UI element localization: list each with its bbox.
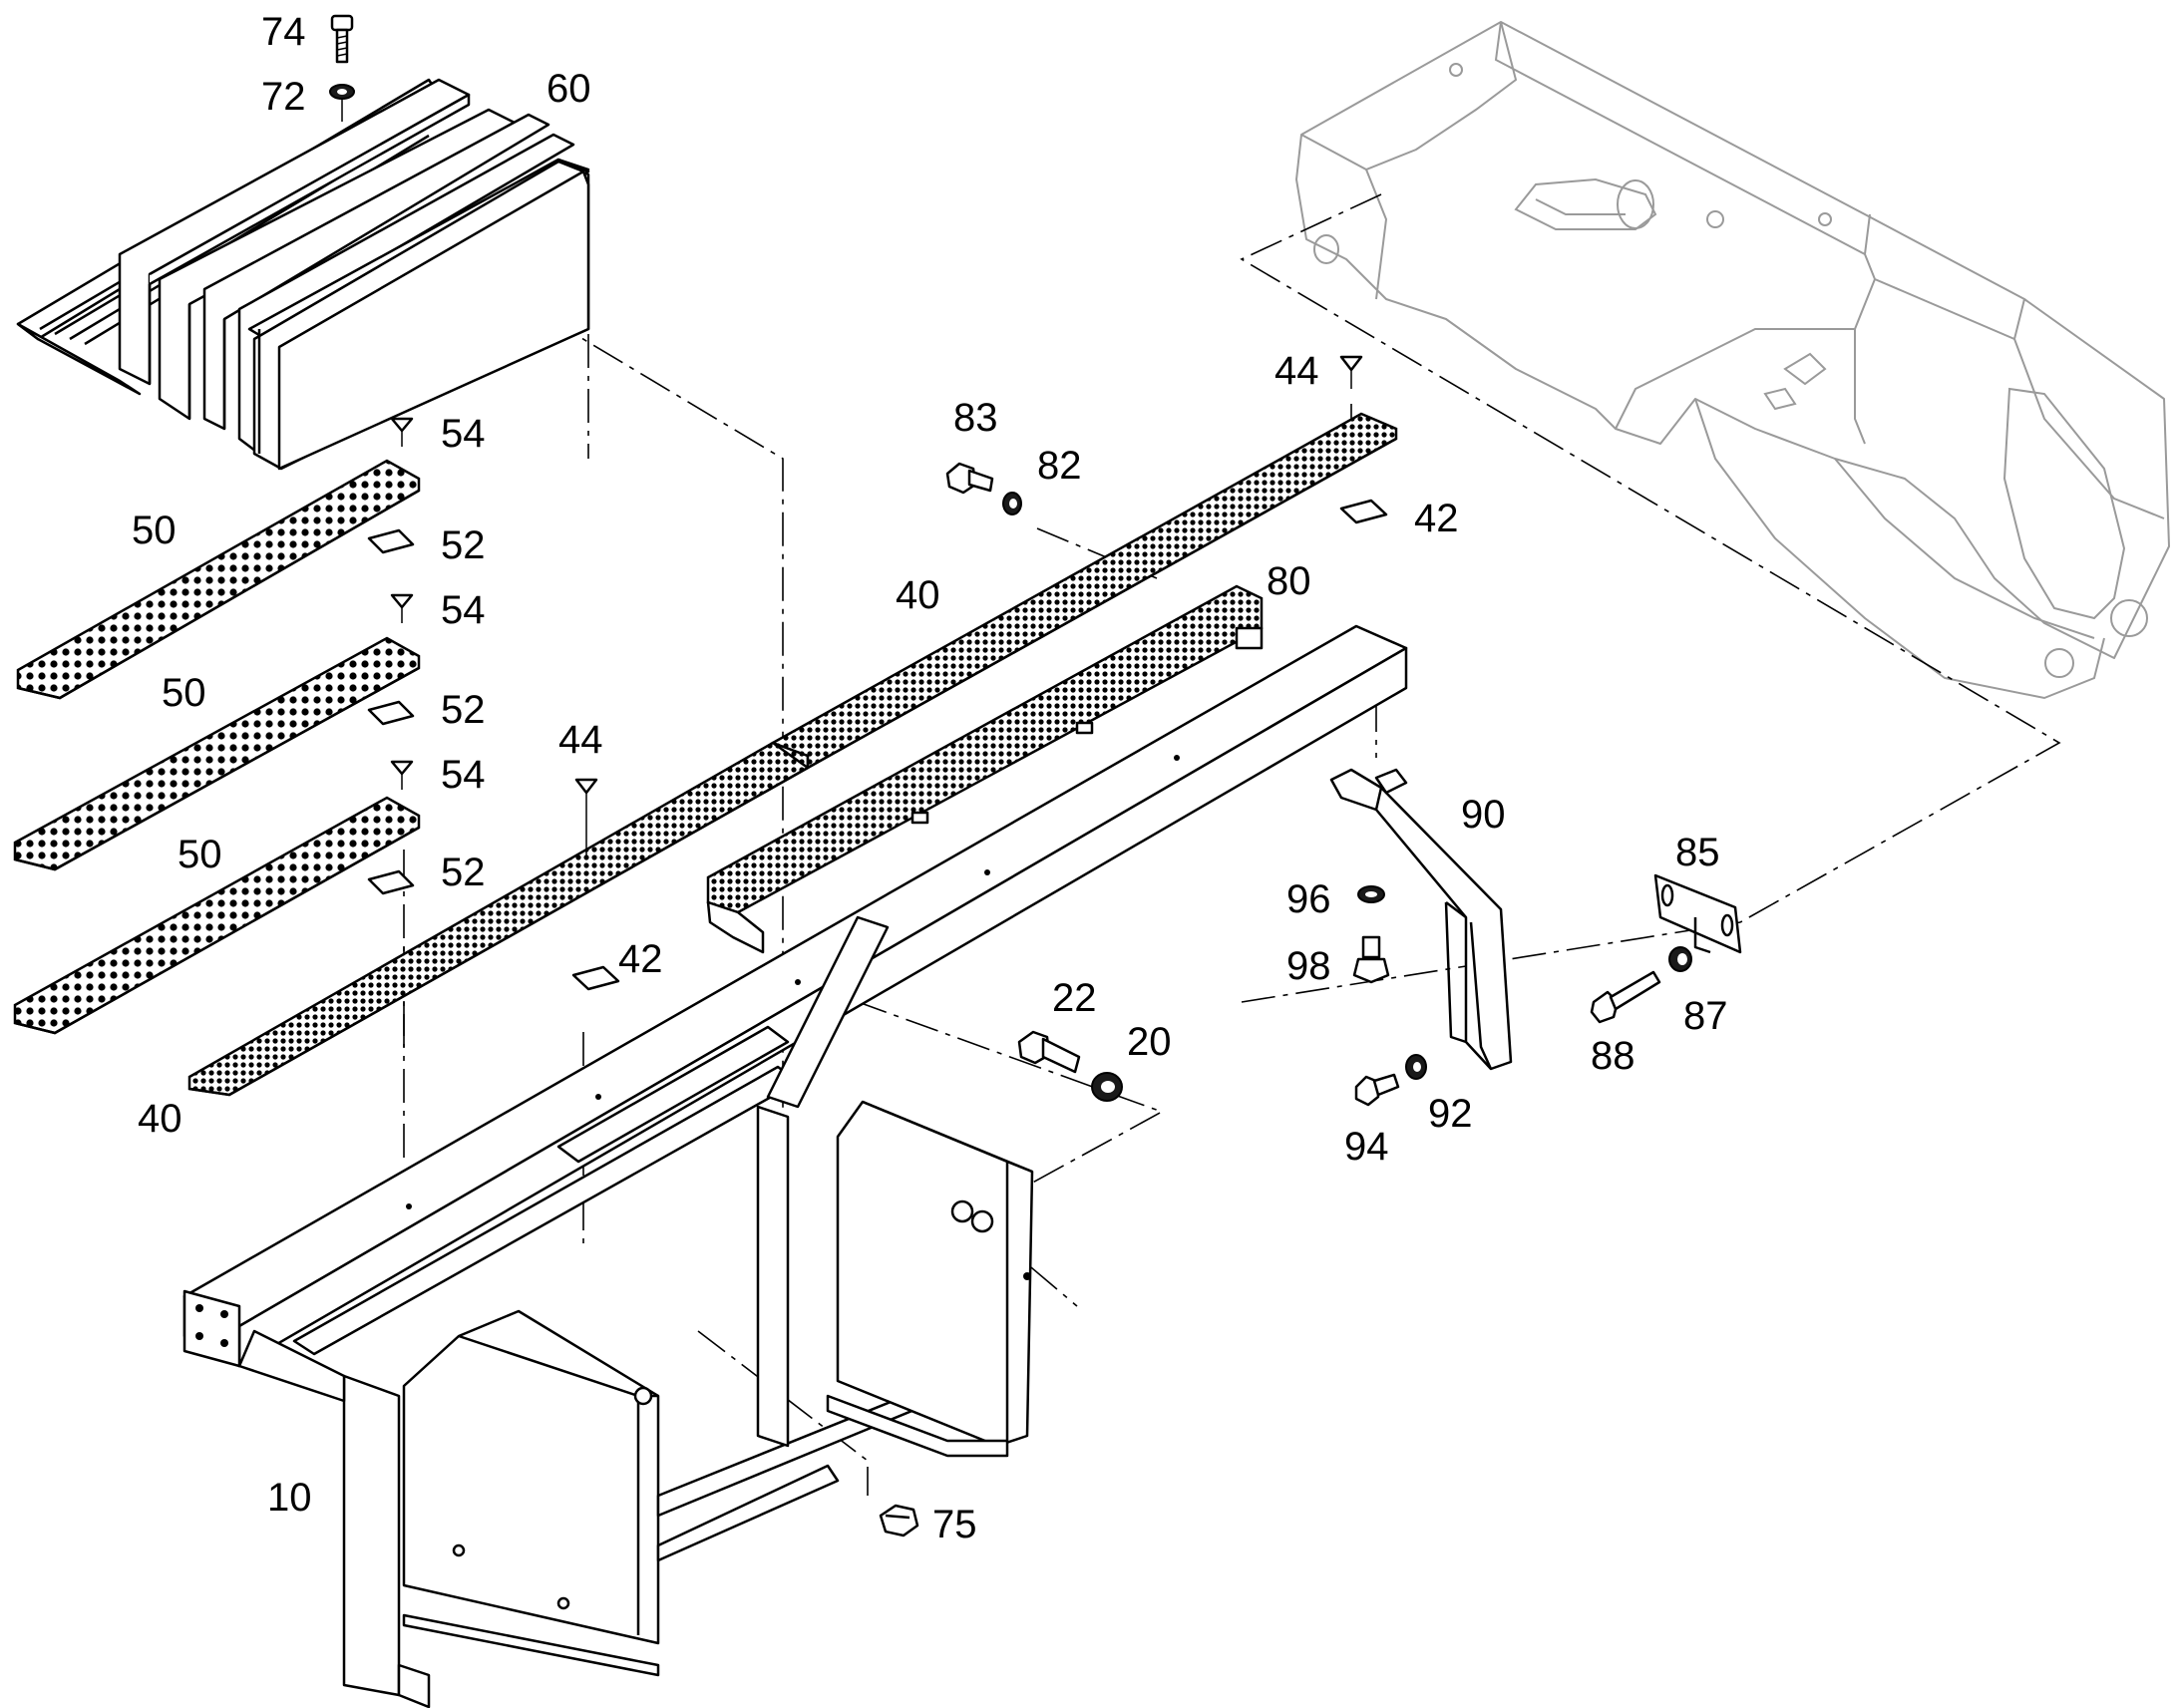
callout-88: 88 (1591, 1034, 1635, 1078)
callout-44-right: 44 (1274, 349, 1319, 393)
step-plate-50-middle (13, 636, 421, 871)
callout-52-bottom: 52 (441, 851, 486, 894)
bolt-88 (1590, 970, 1661, 1024)
callout-labels: 74 72 60 54 50 52 54 50 52 54 50 52 44 4… (132, 10, 1728, 1546)
callout-92: 92 (1428, 1092, 1473, 1136)
callout-98: 98 (1286, 944, 1331, 988)
bolt-74 (330, 14, 354, 64)
callout-52-middle: 52 (441, 688, 486, 732)
bolt-98 (1352, 935, 1390, 984)
bracket-90 (1329, 768, 1513, 1071)
callout-80: 80 (1267, 559, 1311, 603)
bolt-22 (1017, 1030, 1081, 1074)
callout-85: 85 (1675, 831, 1720, 874)
callout-87: 87 (1683, 994, 1728, 1038)
callout-22: 22 (1052, 976, 1097, 1020)
callout-40-left: 40 (138, 1097, 182, 1141)
step-plate-50-top (16, 459, 421, 700)
screws-54 (390, 417, 414, 790)
callout-54-top: 54 (441, 412, 486, 456)
bolt-94 (1354, 1073, 1400, 1107)
washer-96 (1357, 885, 1385, 903)
plate-85 (1653, 873, 1742, 954)
callout-54-bottom: 54 (441, 753, 486, 797)
callout-94: 94 (1344, 1125, 1389, 1169)
nut-75 (879, 1504, 919, 1537)
counterweight-plates-60 (16, 78, 590, 471)
callout-40-right: 40 (896, 573, 940, 617)
bolt-83 (945, 462, 994, 495)
callout-96: 96 (1286, 877, 1331, 921)
callout-44-left: 44 (558, 718, 603, 762)
callout-75: 75 (932, 1503, 977, 1546)
callout-50-middle: 50 (162, 671, 206, 715)
step-plate-50-bottom (13, 796, 421, 1035)
walkway-plate-40-long (187, 412, 1398, 1097)
screws-44 (574, 355, 1363, 857)
callout-42-left: 42 (618, 937, 663, 981)
washer-92 (1405, 1054, 1427, 1080)
washer-20 (1091, 1072, 1123, 1102)
callout-20: 20 (1127, 1020, 1172, 1064)
callout-50-bottom: 50 (178, 833, 222, 876)
callout-10: 10 (267, 1476, 312, 1520)
callout-52-top: 52 (441, 523, 486, 567)
callout-82: 82 (1037, 444, 1082, 488)
callout-90: 90 (1461, 793, 1506, 837)
callout-54-middle: 54 (441, 588, 486, 632)
washer-72 (329, 84, 355, 122)
main-frame-10 (182, 624, 1408, 1708)
washer-87 (1668, 946, 1692, 972)
step-bracket-80 (706, 584, 1264, 954)
callout-83: 83 (953, 396, 998, 440)
washer-82 (1002, 492, 1022, 515)
clips-42 (571, 499, 1388, 991)
callout-74: 74 (261, 10, 306, 54)
callout-50-top: 50 (132, 509, 177, 552)
upper-structure-ghost (1295, 21, 2170, 700)
callout-72: 72 (261, 75, 306, 119)
clips-52 (367, 528, 415, 895)
callout-42-right: 42 (1414, 497, 1459, 540)
callout-60: 60 (546, 67, 591, 111)
